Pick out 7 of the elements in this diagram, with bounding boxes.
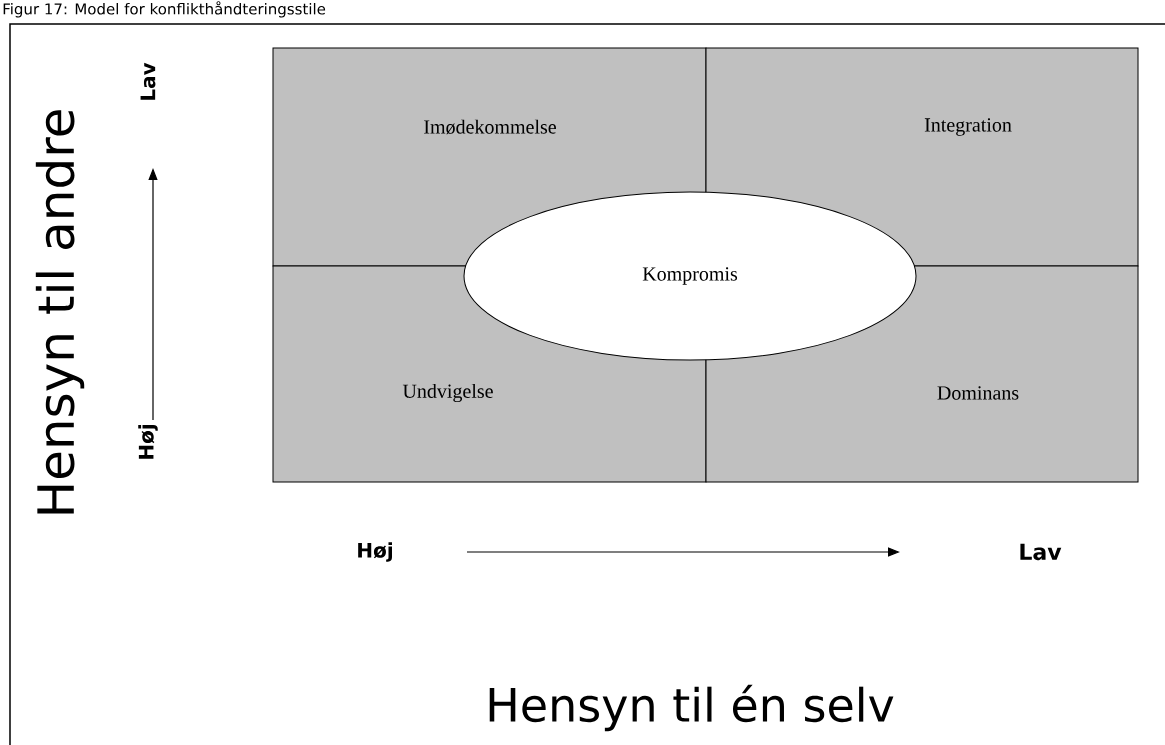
figure-title: Figur 17: Model for konflikthåndteringsstile [3,1,326,18]
axis-label: Lav [1020,543,1062,561]
axis-label: Lav [140,62,156,100]
axis-label: Høj [138,425,158,459]
axis-title: Hensyn til én selv [489,684,894,732]
axis-label: Høj [358,542,392,562]
axis-title: Hensyn til andre [35,110,85,514]
